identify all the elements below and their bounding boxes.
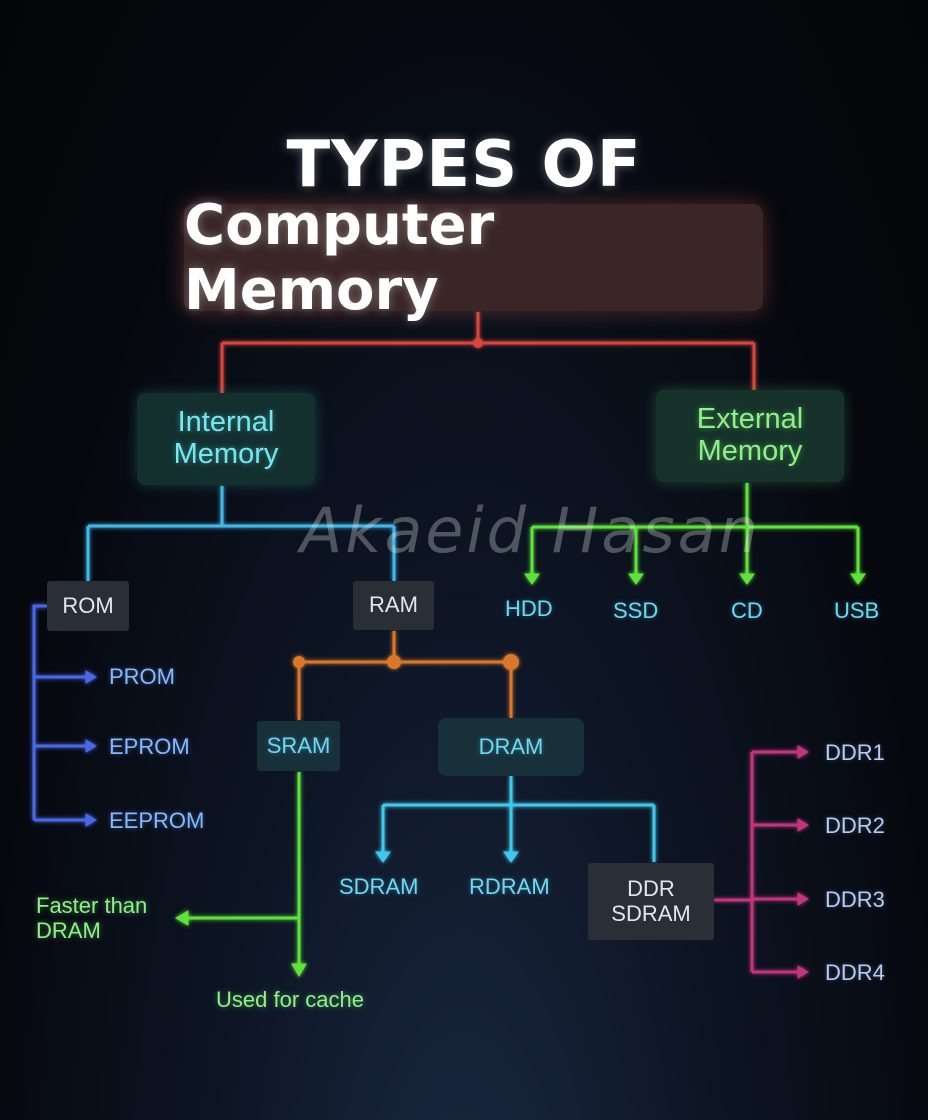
external-item-usb: USB: [834, 598, 880, 623]
external-item-hdd: HDD: [505, 596, 553, 621]
watermark: Akaeid Hasan: [300, 494, 761, 567]
ram-branch-node-1: [387, 655, 401, 669]
sram-arrowheads: [175, 910, 307, 977]
rom-item-eprom: EPROM: [109, 734, 190, 759]
dram-node: DRAM: [438, 718, 584, 776]
ram-label: RAM: [369, 592, 418, 618]
rom-label: ROM: [62, 592, 114, 618]
ddr-item-ddr3: DDR3: [825, 887, 885, 912]
dram-arrowheads: [375, 851, 519, 863]
dram-label: DRAM: [478, 733, 544, 759]
sram-node: SRAM: [257, 721, 340, 771]
title-branch-line: [220, 312, 756, 393]
title-branch-node: [473, 338, 483, 348]
ddr-arrowheads: [797, 745, 809, 979]
external-arrowheads: [524, 573, 866, 585]
external-item-cd: CD: [731, 598, 763, 623]
sram-note-faster: Faster than DRAM: [36, 893, 148, 943]
ddr-sdram-label: DDR SDRAM: [611, 876, 691, 926]
ram-node: RAM: [353, 581, 434, 630]
dram-item-rdram: RDRAM: [469, 874, 550, 899]
title-line-1: TYPES OF: [286, 128, 642, 202]
sram-branch-line: [186, 772, 301, 965]
rom-item-prom: PROM: [109, 664, 175, 689]
sram-note-cache: Used for cache: [216, 987, 364, 1012]
external-branch-line: [530, 483, 860, 576]
dram-item-sdram: SDRAM: [339, 874, 419, 899]
external-memory-label: External Memory: [696, 403, 804, 467]
ram-branch-line: [297, 631, 513, 720]
rom-arrowheads: [85, 670, 97, 827]
ddr-sdram-node: DDR SDRAM: [588, 863, 714, 940]
ram-branch-node-2: [293, 656, 305, 668]
title-box: Computer Memory: [184, 193, 763, 323]
rom-node: ROM: [47, 581, 129, 631]
ddr-item-ddr2: DDR2: [825, 813, 885, 838]
external-item-ssd: SSD: [613, 598, 659, 623]
internal-memory-node: Internal Memory: [137, 393, 315, 485]
rom-item-eeprom: EEPROM: [109, 808, 205, 833]
rom-branch-line: [32, 604, 88, 822]
internal-memory-label: Internal Memory: [173, 406, 279, 470]
sram-label: SRAM: [266, 732, 331, 758]
ddr-branch-line: [714, 750, 800, 974]
external-memory-node: External Memory: [656, 390, 844, 482]
dram-branch-line: [381, 776, 656, 862]
ddr-item-ddr1: DDR1: [825, 740, 885, 765]
internal-branch-line: [86, 486, 396, 581]
ddr-item-ddr4: DDR4: [825, 960, 885, 985]
ram-branch-node-3: [503, 654, 519, 670]
title-line-2: Computer Memory: [184, 192, 495, 323]
